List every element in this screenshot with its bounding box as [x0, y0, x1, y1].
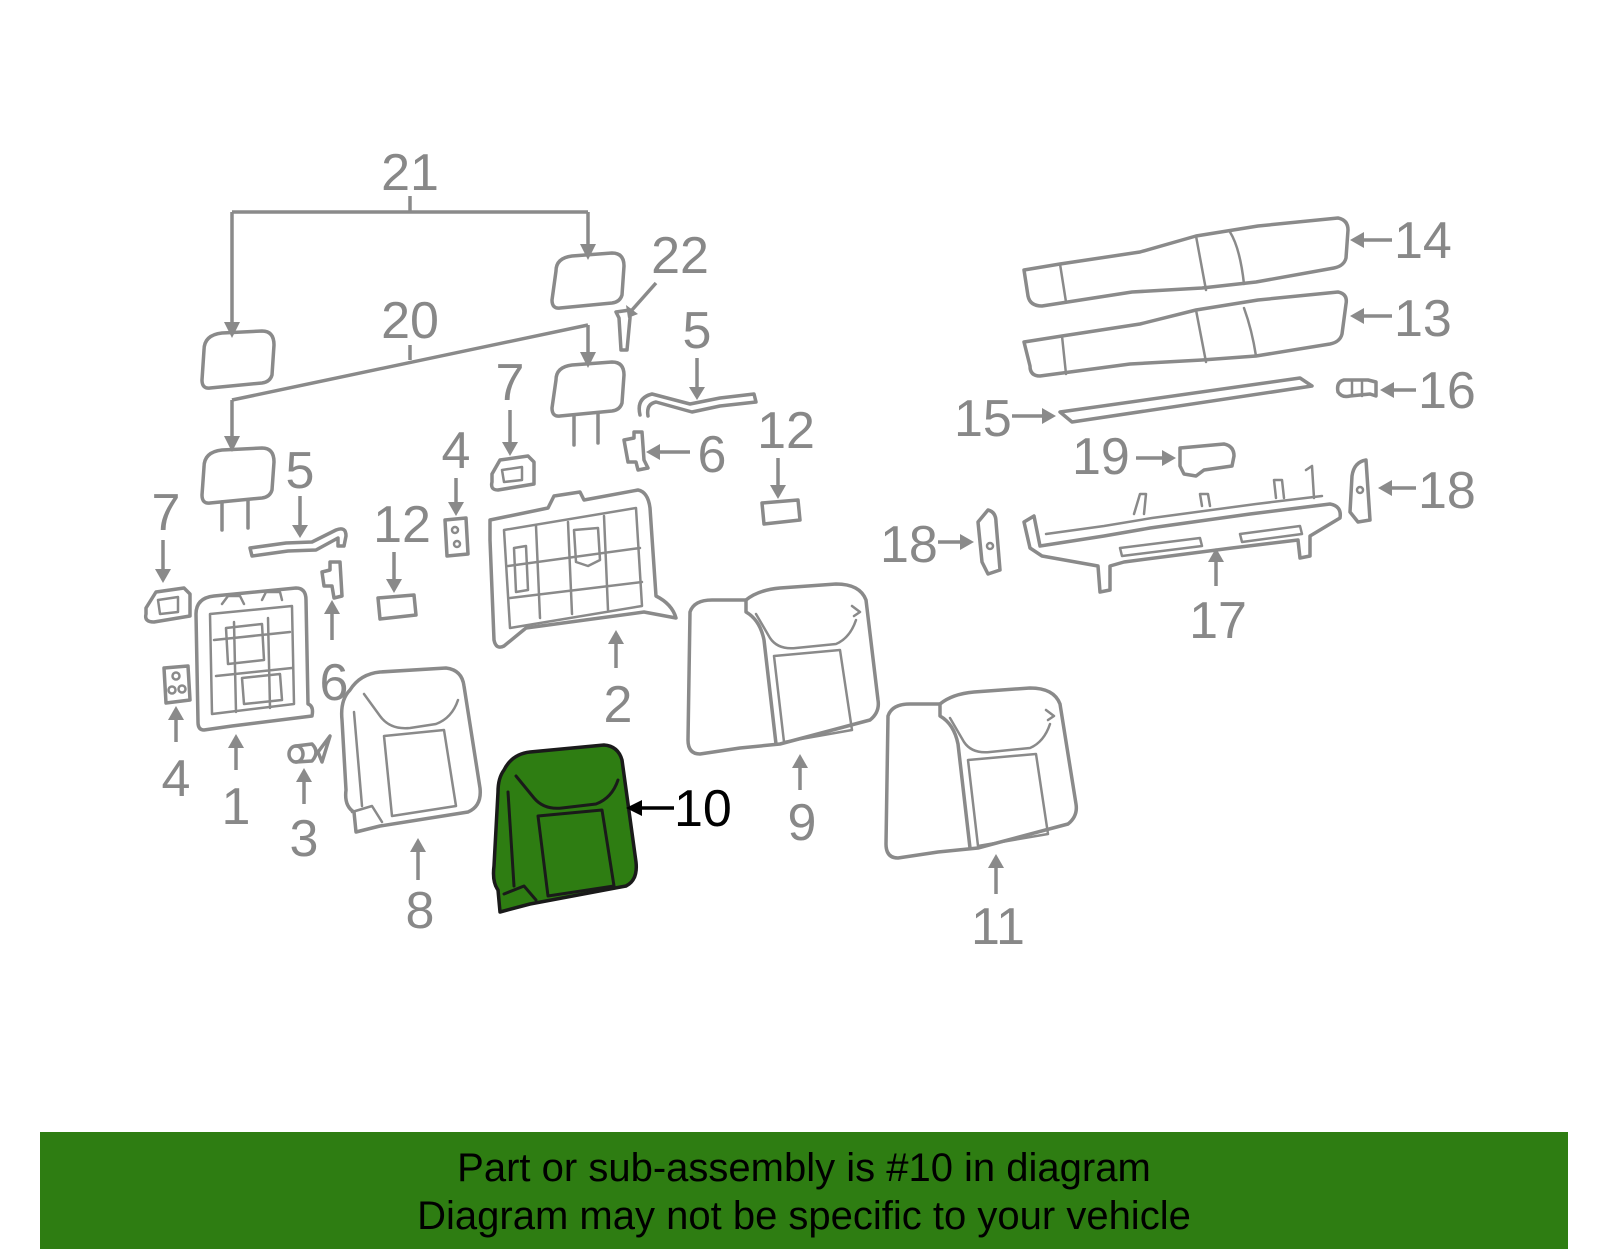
seatback-cover-part-10-highlighted[interactable]	[491, 743, 639, 914]
seatback-frame-part-2	[488, 488, 678, 649]
callout-5-lower: 5	[286, 442, 315, 500]
seat-cushion-part-11	[884, 686, 1079, 860]
callout-22: 22	[651, 227, 709, 285]
label-part-12-upper	[760, 498, 802, 526]
leader-13	[1350, 308, 1392, 324]
leader-16	[1380, 382, 1416, 398]
leader-7-upper	[502, 410, 518, 456]
callout-12-upper: 12	[757, 402, 815, 460]
bushing-part-3	[287, 734, 332, 764]
callout-4-lower: 4	[162, 750, 191, 808]
callout-15: 15	[954, 390, 1012, 448]
callout-1: 1	[222, 778, 251, 836]
bracket-part-4-lower	[162, 664, 192, 705]
cable-part-5-lower	[248, 527, 348, 558]
callout-17: 17	[1189, 592, 1247, 650]
leader-11	[988, 854, 1004, 894]
seat-cushion-part-9	[686, 582, 881, 756]
callout-8: 8	[406, 882, 435, 940]
leader-1	[228, 734, 244, 770]
callout-13: 13	[1394, 290, 1452, 348]
headrest-part-21-left	[200, 329, 276, 390]
module-part-19	[1178, 442, 1236, 478]
headrest-part-20-left	[200, 446, 276, 532]
leader-18-right	[1378, 480, 1416, 496]
callout-12-lower: 12	[373, 496, 431, 554]
seatback-frame-part-1	[194, 586, 315, 732]
leader-14	[1350, 232, 1392, 248]
leader-6-lower	[324, 600, 340, 640]
banner-line-1: Part or sub-assembly is #10 in diagram	[457, 1146, 1151, 1190]
bracket-part-18-right	[1348, 458, 1372, 524]
leader-12-upper	[770, 458, 786, 499]
callout-7-upper: 7	[496, 354, 525, 412]
headrest-part-20-right	[550, 360, 626, 447]
latch-part-7-upper	[489, 454, 536, 492]
seat-frame-part-17	[1022, 464, 1343, 594]
leader-2	[608, 630, 624, 668]
info-banner: Part or sub-assembly is #10 in diagram D…	[40, 1132, 1568, 1249]
cushion-pad-part-14	[1022, 216, 1350, 308]
callout-21: 21	[381, 144, 439, 202]
seatback-cover-part-8	[339, 666, 482, 834]
callout-9: 9	[788, 794, 817, 852]
leader-21	[224, 196, 596, 338]
headrest-guide-part-22	[614, 308, 632, 352]
callout-14: 14	[1394, 212, 1452, 270]
leader-4-lower	[168, 706, 184, 742]
leader-4-upper	[448, 478, 464, 516]
leader-5-lower	[292, 496, 308, 538]
leader-19	[1136, 450, 1176, 466]
latch-part-7-lower	[143, 586, 192, 624]
clip-part-6-upper	[622, 430, 650, 472]
leader-7-lower	[155, 540, 171, 583]
bracket-part-4-upper	[443, 516, 470, 558]
leader-9	[792, 754, 808, 790]
callout-16: 16	[1418, 362, 1476, 420]
callout-3: 3	[290, 810, 319, 868]
leader-15	[1012, 408, 1056, 424]
leader-18-left	[938, 534, 974, 550]
banner-line-2: Diagram may not be specific to your vehi…	[417, 1194, 1191, 1238]
headrest-part-21-right	[550, 251, 626, 310]
pad-part-15	[1058, 376, 1314, 424]
leader-3	[296, 768, 312, 804]
callout-10: 10	[674, 780, 732, 838]
callout-20: 20	[381, 292, 439, 350]
leader-6-upper	[646, 444, 690, 460]
callout-7-lower: 7	[152, 484, 181, 542]
callout-11: 11	[971, 898, 1025, 956]
clip-part-6-lower	[320, 560, 344, 600]
cable-part-5-upper	[637, 392, 758, 418]
callout-18-right: 18	[1418, 462, 1476, 520]
callout-19: 19	[1072, 428, 1130, 486]
callout-2: 2	[604, 676, 633, 734]
leader-5-upper	[689, 358, 705, 400]
bushing-part-16	[1335, 378, 1378, 399]
leader-17	[1208, 548, 1224, 586]
leader-20	[224, 323, 596, 452]
callout-4-upper: 4	[442, 422, 471, 480]
leader-8	[410, 838, 426, 880]
cushion-pad-part-13	[1022, 290, 1349, 378]
callout-5-upper: 5	[683, 302, 712, 360]
callout-6-upper: 6	[698, 426, 727, 484]
leader-12-lower	[386, 552, 402, 593]
bracket-part-18-left	[976, 508, 1002, 576]
label-part-12-lower	[376, 593, 418, 621]
callout-18-left: 18	[880, 516, 938, 574]
leader-10	[626, 800, 674, 816]
